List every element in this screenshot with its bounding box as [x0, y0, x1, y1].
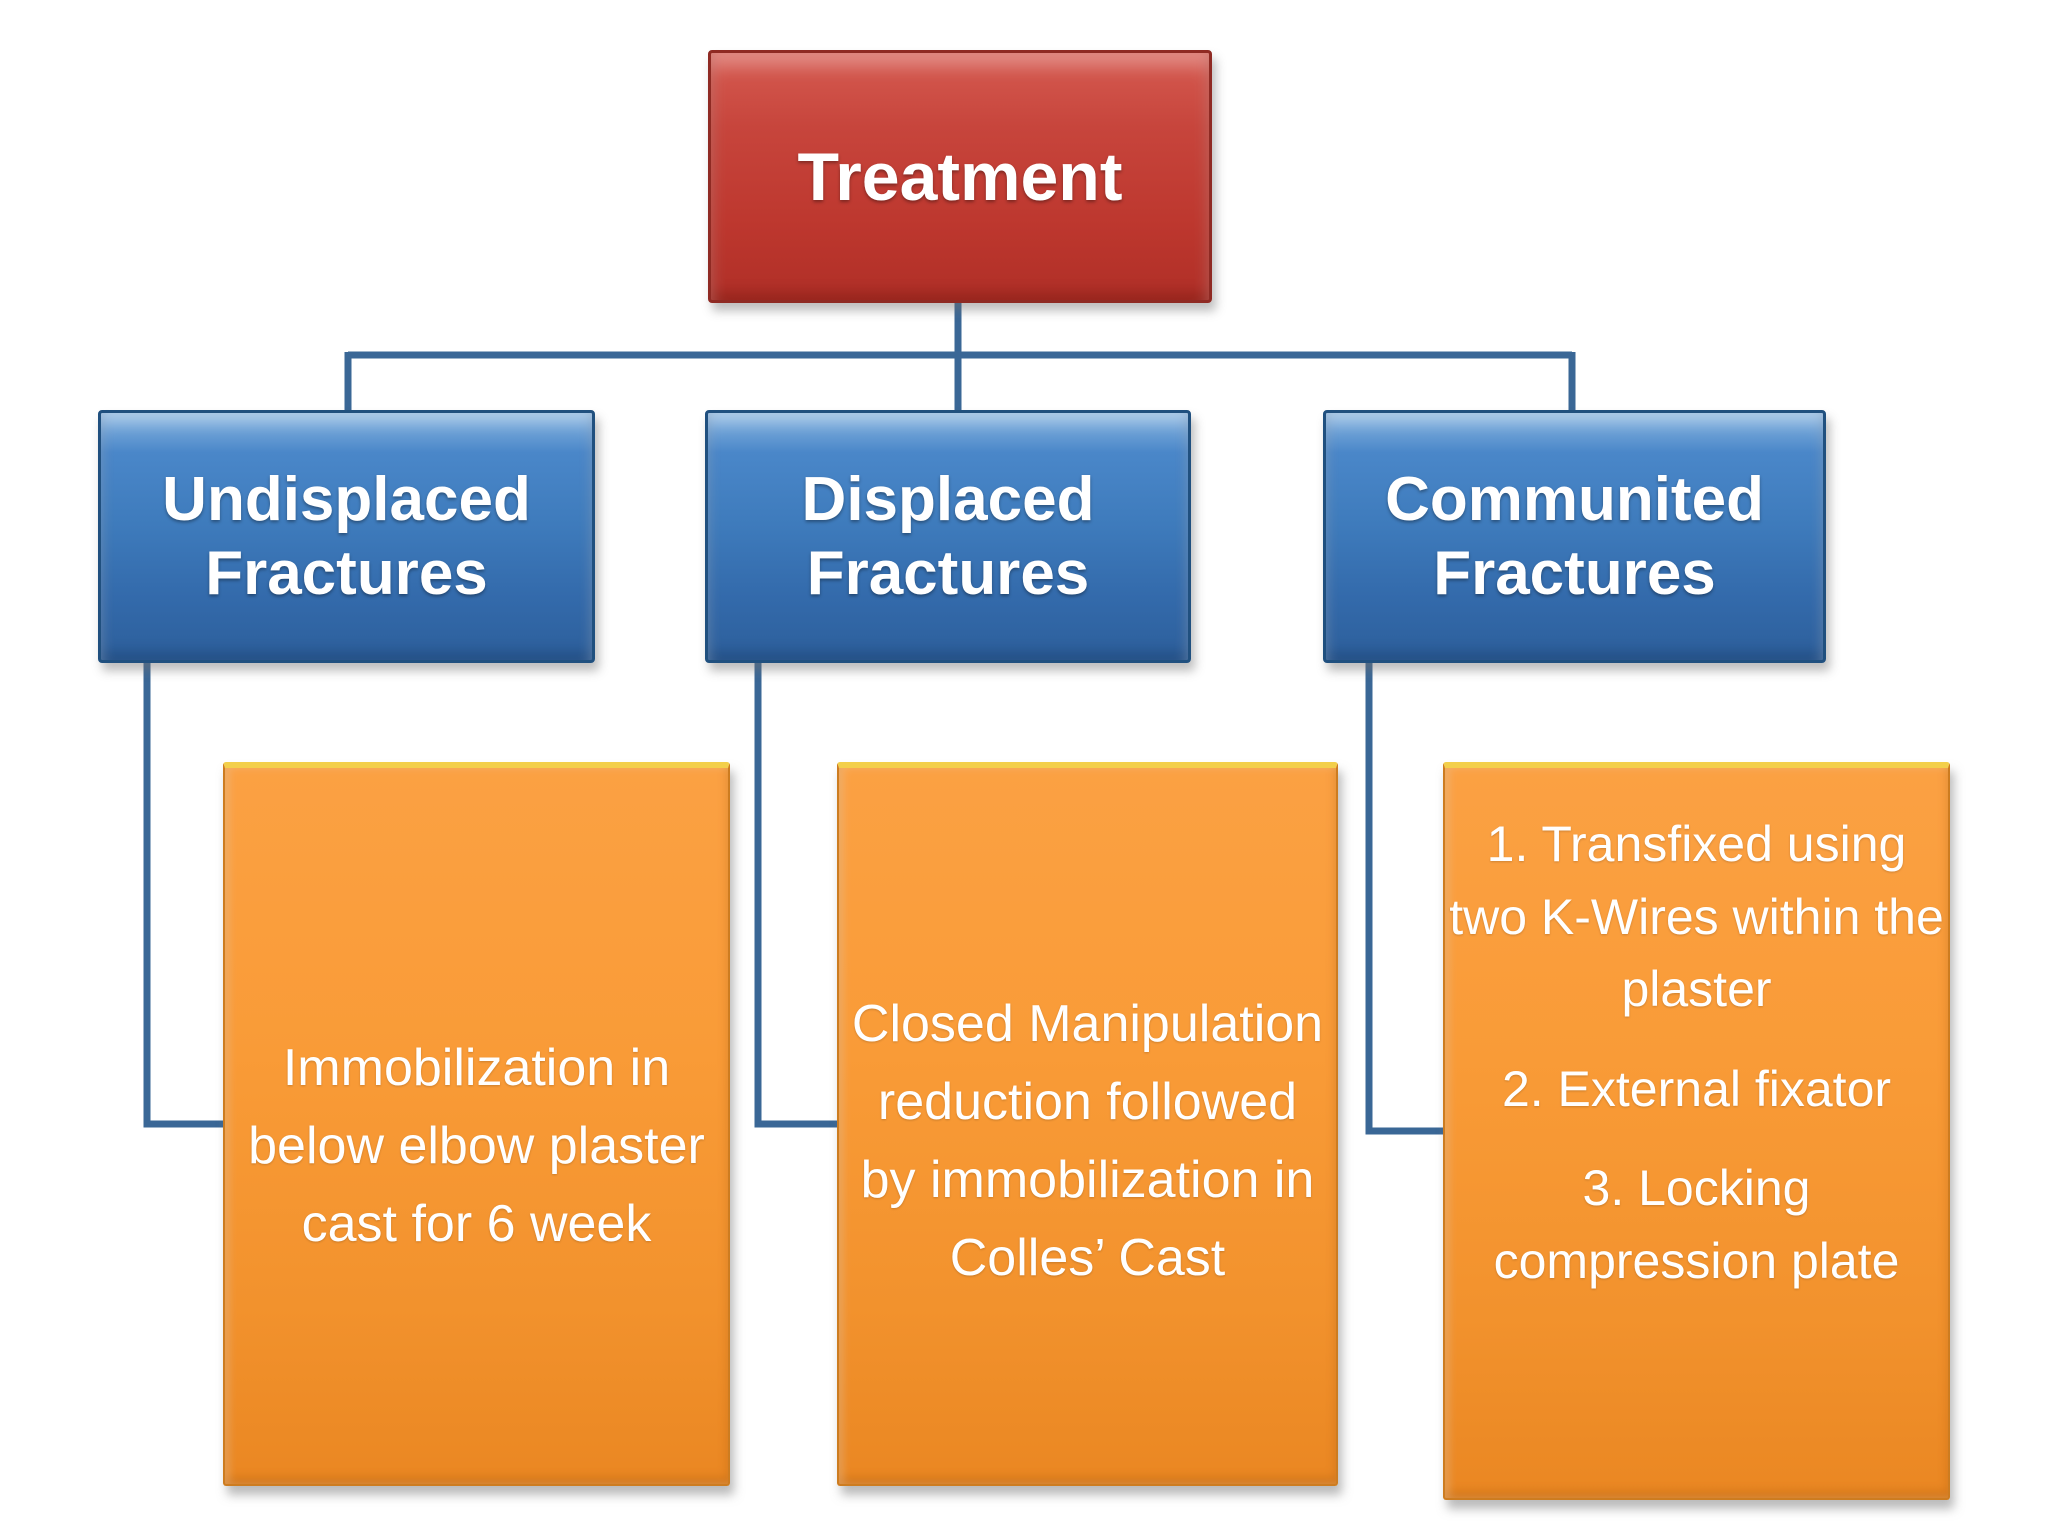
node-displaced-fractures: Displaced Fractures [705, 410, 1191, 663]
node-displaced-fractures-label: Displaced Fractures [801, 465, 1095, 608]
node-communited-fractures-label: Communited Fractures [1385, 465, 1764, 608]
detail-displaced-treatment-text: Closed Manipulation reduction followed b… [851, 995, 1324, 1287]
detail-displaced-treatment: Closed Manipulation reduction followed b… [837, 762, 1338, 1486]
detail-communited-item-2: 2. External fixator [1501, 1060, 1892, 1117]
detail-communited-item-3: 3. Locking compression plate [1493, 1160, 1900, 1289]
detail-communited-item-1: 1. Transfixed using two K-Wires within t… [1449, 816, 1944, 1017]
detail-undisplaced-treatment-text: Immobilization in below elbow plaster ca… [248, 1039, 705, 1253]
connector-elbow-center [754, 658, 839, 1128]
connector-elbow-right [1365, 658, 1445, 1135]
node-undisplaced-fractures-label: Undisplaced Fractures [162, 465, 531, 608]
node-communited-fractures: Communited Fractures [1323, 410, 1826, 663]
detail-communited-treatment: 1. Transfixed using two K-Wires within t… [1443, 762, 1950, 1500]
node-treatment-label: Treatment [797, 138, 1123, 215]
detail-undisplaced-treatment: Immobilization in below elbow plaster ca… [223, 762, 730, 1486]
node-treatment: Treatment [708, 50, 1212, 303]
node-undisplaced-fractures: Undisplaced Fractures [98, 410, 595, 663]
connector-elbow-left [143, 658, 225, 1128]
